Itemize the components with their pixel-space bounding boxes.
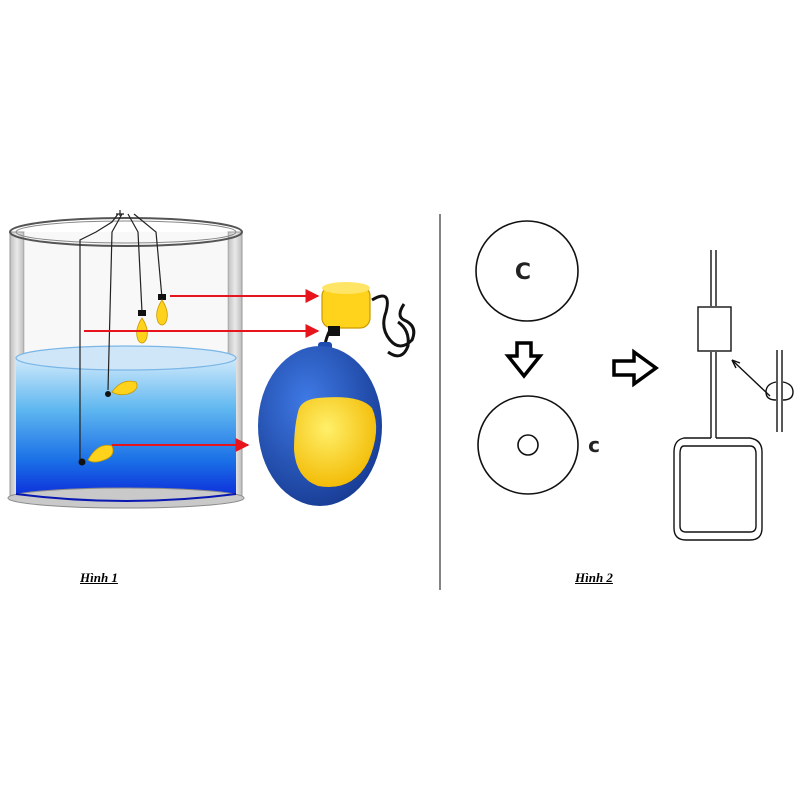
right-arrow (612, 348, 659, 388)
level-arrows (84, 289, 320, 452)
water (7, 345, 245, 509)
ball-float (258, 329, 382, 506)
figure-1-caption: Hình 1 (80, 570, 118, 585)
disk-with-clip: C (475, 220, 579, 322)
clip-detail (765, 350, 794, 432)
float-bulb-bottom (78, 444, 114, 466)
float-bulb-top (156, 294, 168, 326)
figure-2-caption: Hình 2 (575, 570, 613, 585)
clip-on-disk: C (515, 260, 531, 285)
down-arrow (504, 341, 544, 379)
float-cables (79, 210, 163, 462)
counterweight (697, 306, 732, 352)
detached-clip: c (588, 433, 600, 457)
disk-with-hole: c (477, 395, 600, 495)
clip-pointer (731, 359, 771, 397)
figure-2: C c (475, 220, 794, 541)
float-bulb-middle (105, 380, 138, 397)
tank-rim (9, 217, 243, 247)
cylinder-float (321, 282, 416, 358)
cable-assembly (673, 250, 763, 541)
float-body (679, 445, 757, 533)
float-bulb-upper (136, 310, 148, 344)
figure-1 (7, 210, 416, 509)
water-surface (15, 345, 237, 371)
